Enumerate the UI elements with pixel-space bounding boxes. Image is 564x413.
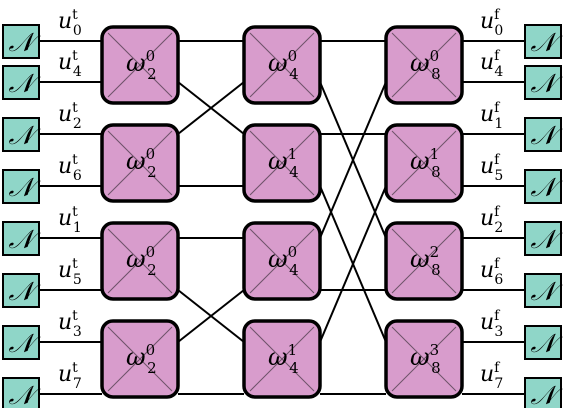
stage1-stage2-wire-2-1 xyxy=(177,81,245,135)
input-n-box-7 xyxy=(2,377,40,412)
output-n-box-0 xyxy=(524,24,562,59)
butterfly-cross-b-s2-g1 xyxy=(249,130,315,196)
input-n-box-2 xyxy=(2,117,40,152)
input-n-box-1 xyxy=(2,65,40,100)
butterfly-cross-b-s1-g0 xyxy=(107,32,173,98)
butterfly-cross-b-s2-g3 xyxy=(249,326,315,392)
input-n-box-0 xyxy=(2,24,40,59)
butterfly-cross-b-s3-g2 xyxy=(391,228,457,294)
output-n-box-5 xyxy=(524,273,562,308)
butterfly-cross-b-s2-g0 xyxy=(249,32,315,98)
butterfly-cross-b-s1-g3 xyxy=(107,326,173,392)
output-n-box-1 xyxy=(524,65,562,100)
output-n-box-4 xyxy=(524,221,562,256)
butterfly-cross-b-s3-g3 xyxy=(391,326,457,392)
butterfly-cross-b-s2-g2 xyxy=(249,228,315,294)
butterfly-cross-b-s3-g1 xyxy=(391,130,457,196)
input-n-box-3 xyxy=(2,169,40,204)
output-n-box-6 xyxy=(524,325,562,360)
butterfly-cross-b-s1-g2 xyxy=(107,228,173,294)
butterfly-cross-b-s1-g1 xyxy=(107,130,173,196)
stage1-stage2-wire-6-5 xyxy=(177,289,245,343)
output-n-box-3 xyxy=(524,169,562,204)
input-n-box-5 xyxy=(2,273,40,308)
input-n-box-6 xyxy=(2,325,40,360)
stage2-stage3-wire-6-3 xyxy=(319,185,387,343)
stage2-stage3-wire-4-1 xyxy=(319,81,387,239)
output-n-box-2 xyxy=(524,117,562,152)
input-n-box-4 xyxy=(2,221,40,256)
butterfly-cross-b-s3-g0 xyxy=(391,32,457,98)
